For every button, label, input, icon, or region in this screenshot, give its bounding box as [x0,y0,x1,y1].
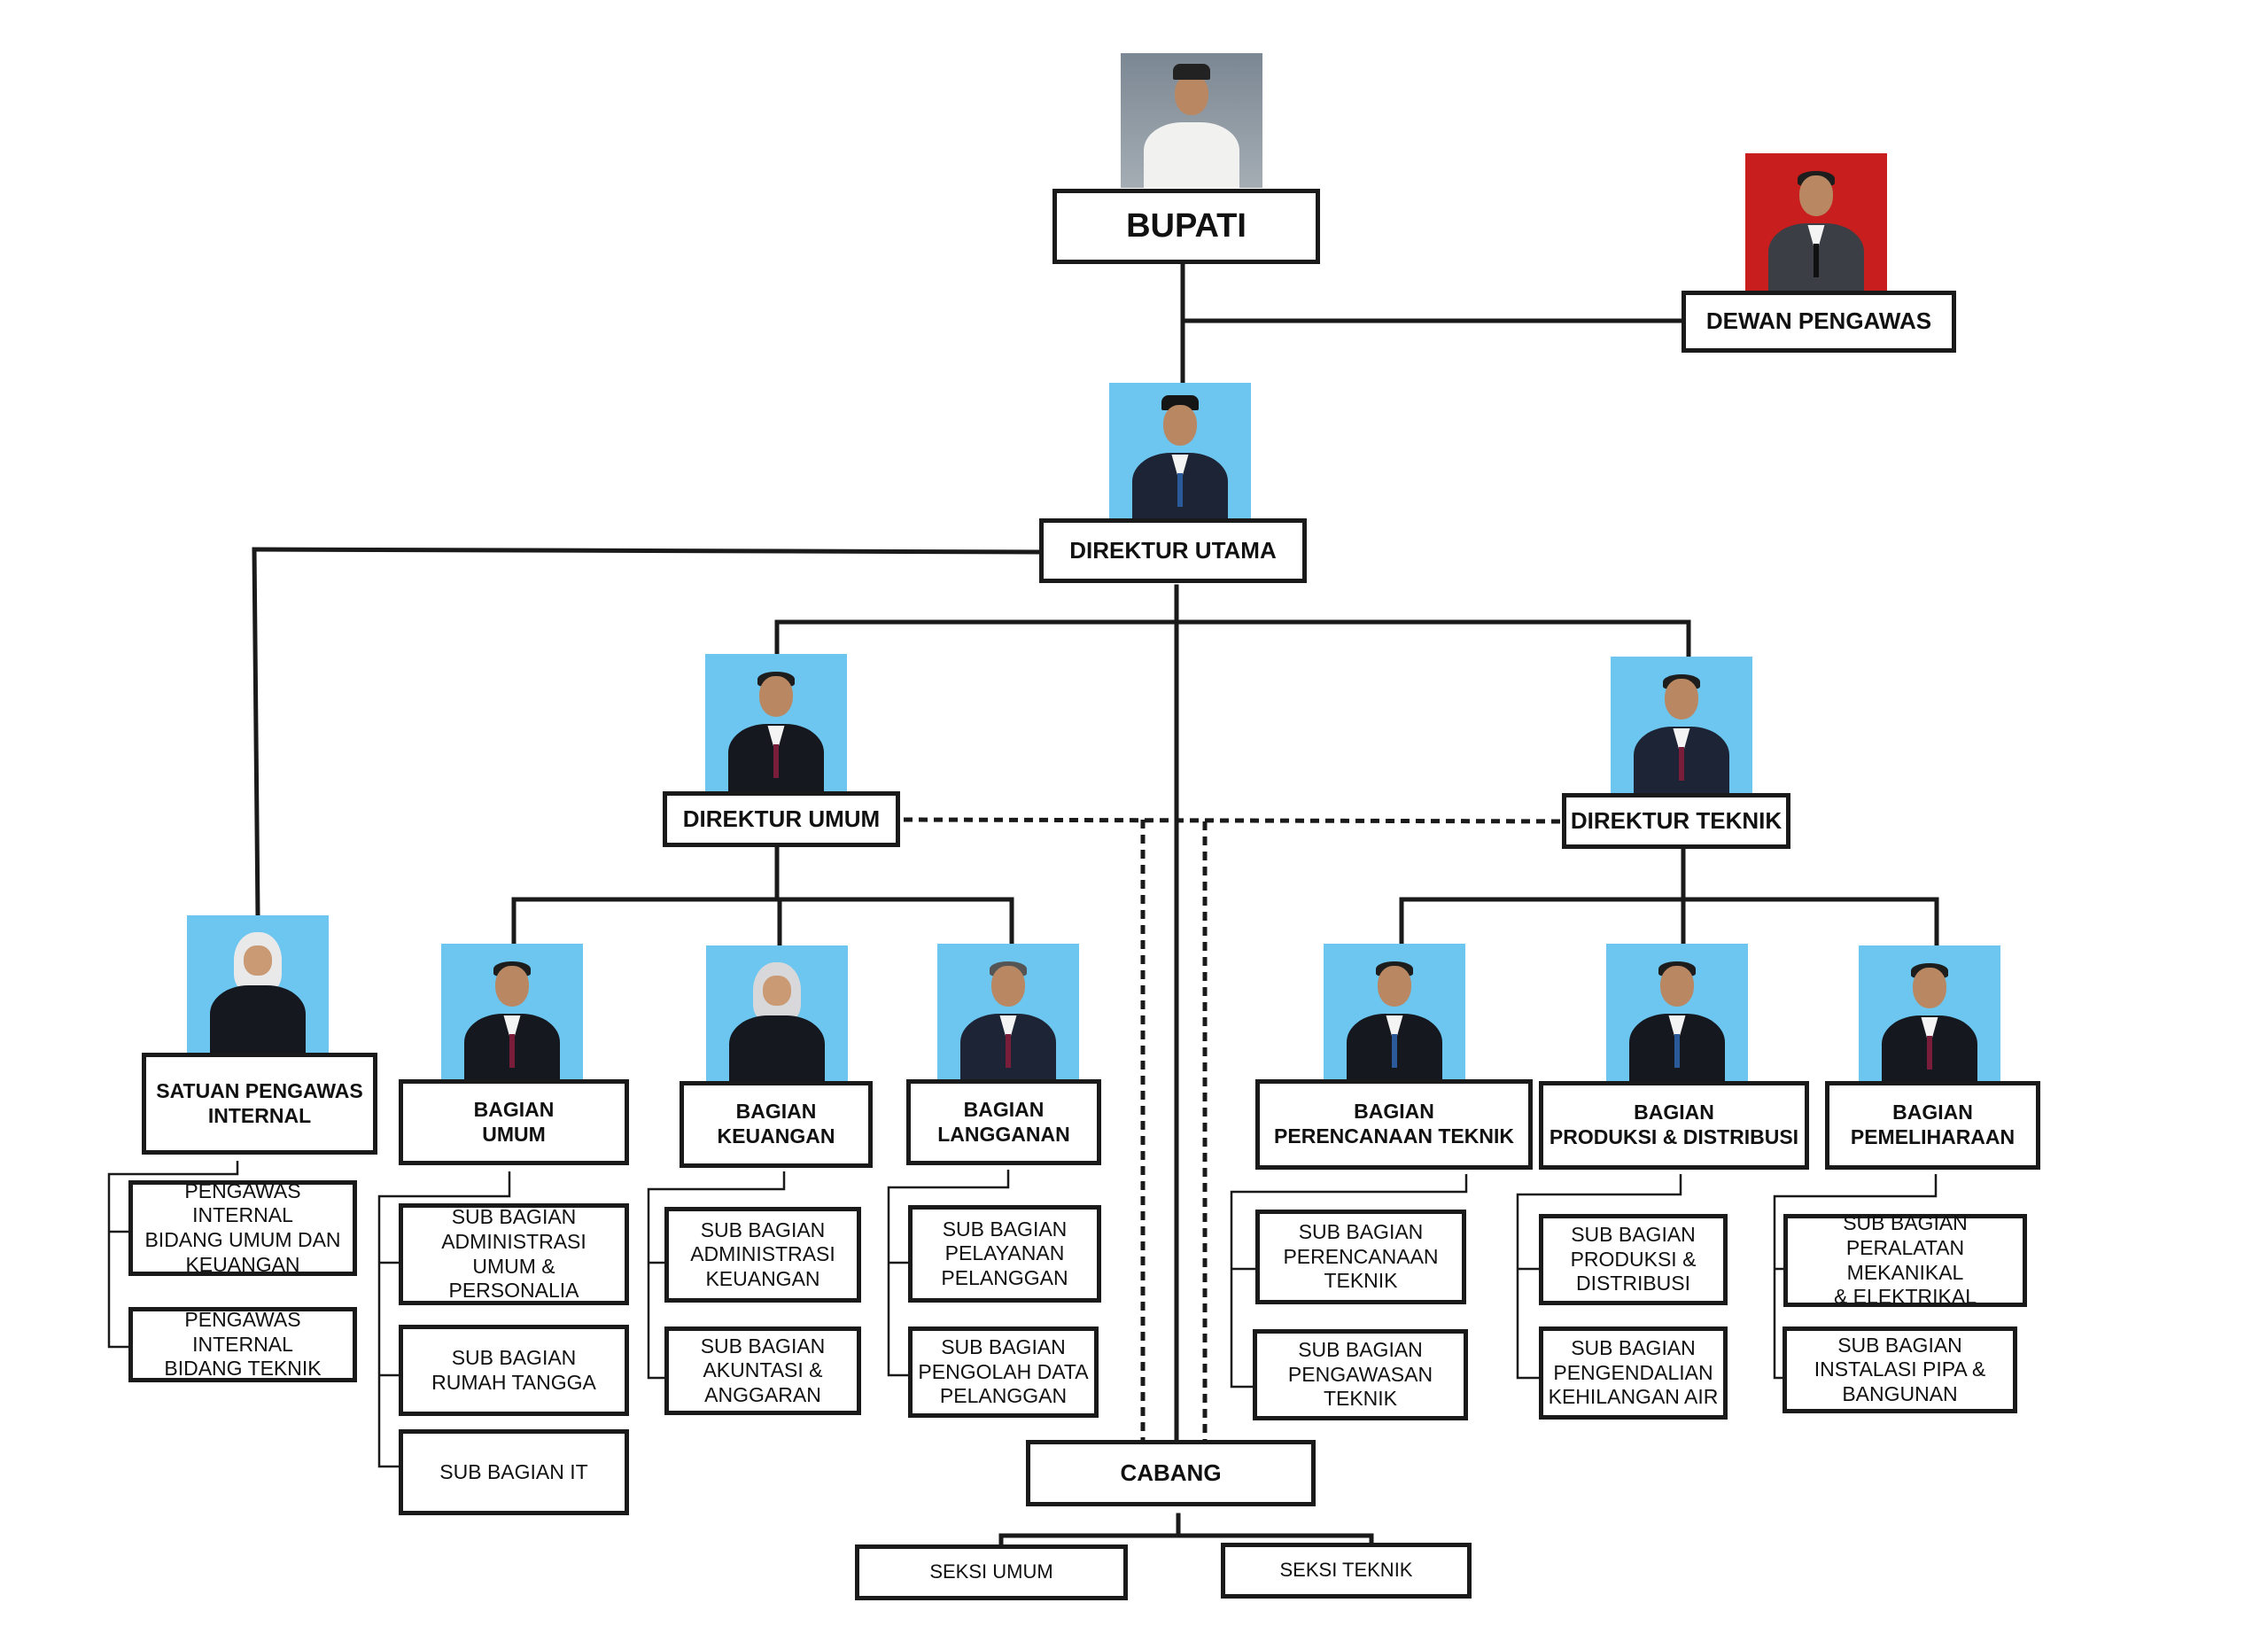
photo-direktur-utama [1109,383,1251,520]
bracket-bagian-pemeliharaan [1773,1174,1938,1380]
photo-bagian-keuangan [706,945,848,1083]
box-pengawas-internal-teknik: PENGAWAS INTERNAL BIDANG TEKNIK [128,1307,357,1382]
box-sub-admin-umum-personalia: SUB BAGIAN ADMINISTRASI UMUM & PERSONALI… [399,1203,629,1305]
box-bagian-pemeliharaan: BAGIAN PEMELIHARAAN [1825,1081,2040,1170]
dashed-direktur-umum-teknik [903,817,1571,824]
photo-bagian-umum [441,944,583,1081]
box-sub-rumah-tangga: SUB BAGIAN RUMAH TANGGA [399,1325,629,1416]
line-direktur-utama-spi-v [252,547,260,920]
bracket-bagian-produksi [1516,1174,1682,1380]
bracket-bagian-keuangan [647,1171,786,1380]
box-sub-perencanaan-teknik: SUB BAGIAN PERENCANAAN TEKNIK [1255,1210,1466,1304]
box-sub-produksi-distribusi: SUB BAGIAN PRODUKSI & DISTRIBUSI [1539,1214,1728,1305]
box-cabang: CABANG [1026,1440,1316,1506]
box-sub-pengendalian-air: SUB BAGIAN PENGENDALIAN KEHILANGAN AIR [1539,1326,1728,1420]
box-bagian-umum: BAGIAN UMUM [399,1079,629,1165]
box-sub-admin-keuangan: SUB BAGIAN ADMINISTRASI KEUANGAN [664,1207,861,1303]
photo-bupati [1121,53,1262,188]
box-direktur-utama: DIREKTUR UTAMA [1039,518,1307,583]
bracket-spi [107,1161,239,1349]
photo-bagian-pemeliharaan [1859,945,2000,1083]
box-sub-pelayanan-pelanggan: SUB BAGIAN PELAYANAN PELANGGAN [908,1205,1101,1303]
box-pengawas-internal-umum: PENGAWAS INTERNAL BIDANG UMUM DAN KEUANG… [128,1179,357,1276]
line-direktur-utama-spi-h [252,547,1046,555]
photo-dewan-pengawas [1745,153,1887,291]
person-head [1174,74,1209,115]
box-bupati: BUPATI [1052,189,1320,264]
box-sub-instalasi-pipa: SUB BAGIAN INSTALASI PIPA & BANGUNAN [1783,1326,2017,1413]
box-direktur-teknik: DIREKTUR TEKNIK [1562,793,1790,849]
box-satuan-pengawas-internal: SATUAN PENGAWAS INTERNAL [142,1053,377,1155]
box-bagian-keuangan: BAGIAN KEUANGAN [680,1081,873,1168]
photo-direktur-umum [705,654,847,791]
box-dewan-pengawas: DEWAN PENGAWAS [1682,291,1956,353]
box-bagian-langganan: BAGIAN LANGGANAN [906,1079,1101,1165]
photo-direktur-teknik [1611,657,1752,794]
box-seksi-umum: SEKSI UMUM [855,1544,1128,1600]
bracket-bagian-umum [377,1171,511,1468]
box-bagian-perencanaan-teknik: BAGIAN PERENCANAAN TEKNIK [1255,1079,1533,1170]
box-sub-pengawasan-teknik: SUB BAGIAN PENGAWASAN TEKNIK [1253,1329,1468,1420]
bracket-bagian-perencanaan [1230,1174,1468,1389]
box-sub-it: SUB BAGIAN IT [399,1429,629,1515]
box-sub-peralatan-mekanikal: SUB BAGIAN PERALATAN MEKANIKAL & ELEKTRI… [1783,1211,2027,1308]
box-seksi-teknik: SEKSI TEKNIK [1221,1543,1472,1599]
bracket-bagian-langganan [887,1170,1010,1377]
photo-satuan-pengawas-internal [187,915,329,1053]
box-direktur-umum: DIREKTUR UMUM [663,791,900,847]
box-bagian-produksi-distribusi: BAGIAN PRODUKSI & DISTRIBUSI [1539,1081,1809,1170]
photo-bagian-produksi-distribusi [1606,944,1748,1081]
box-sub-akuntasi-anggaran: SUB BAGIAN AKUNTASI & ANGGARAN [664,1326,861,1415]
photo-bagian-langganan [937,944,1079,1081]
box-sub-pengolah-data: SUB BAGIAN PENGOLAH DATA PELANGGAN [908,1326,1099,1418]
photo-bagian-perencanaan-teknik [1324,944,1465,1081]
